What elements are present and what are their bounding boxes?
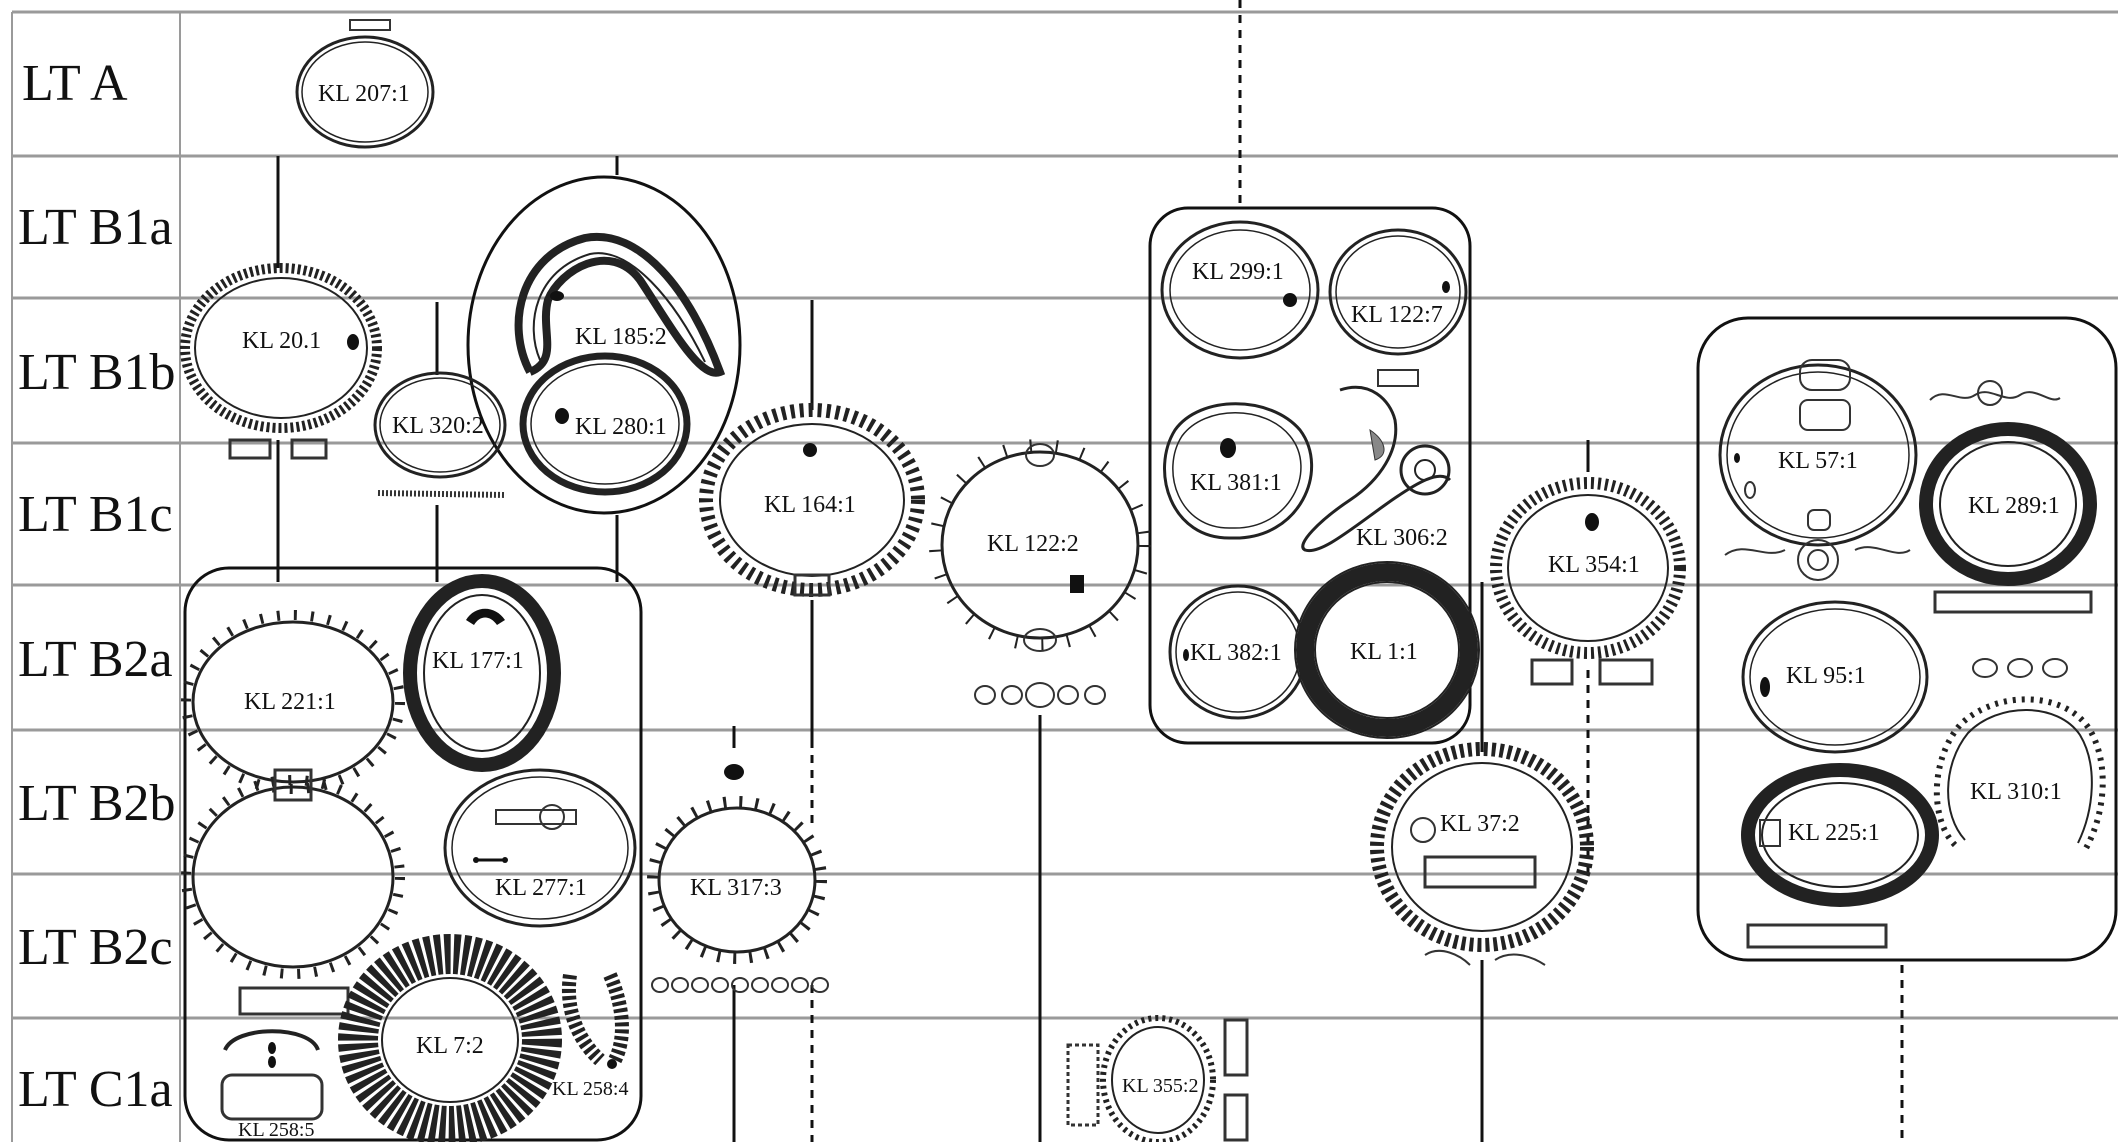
ring-kl280-1: KL 280:1 — [523, 356, 687, 492]
label-kl289-1: KL 289:1 — [1968, 493, 2060, 519]
label-kl122-2: KL 122:2 — [987, 531, 1079, 557]
ring-kl1-1: KL 1:1 — [1295, 562, 1479, 738]
label-kl1-1: KL 1:1 — [1350, 639, 1418, 665]
label-kl122-7: KL 122:7 — [1351, 302, 1443, 328]
grid — [12, 12, 2118, 1142]
label-kl382-1: KL 382:1 — [1190, 640, 1282, 666]
label-kl277-1: KL 277:1 — [495, 875, 587, 901]
label-kl7-2: KL 7:2 — [416, 1033, 484, 1059]
ring-kl57-1: KL 57:1 — [1720, 360, 1916, 580]
ring-kl177-1: KL 177:1 — [410, 581, 554, 765]
artifacts: KL 207:1 KL 20.1 KL 320:2 KL 185:2 — [185, 20, 2103, 1142]
ring-kl258-4: KL 258:4 — [552, 975, 628, 1100]
label-kl258-5: KL 258:5 — [238, 1119, 314, 1141]
ring-kl185-2: KL 185:2 — [519, 237, 720, 373]
label-kl355-2: KL 355:2 — [1122, 1075, 1198, 1097]
ring-kl310-1: KL 310:1 — [1937, 659, 2103, 850]
ring-kl225-1: KL 225:1 — [1748, 770, 1932, 947]
ring-kl7-2: KL 7:2 — [358, 954, 542, 1126]
label-kl381-1: KL 381:1 — [1190, 470, 1282, 496]
ring-kl381-1: KL 381:1 — [1165, 404, 1312, 538]
label-kl258-4: KL 258:4 — [552, 1078, 628, 1100]
period-label-lt-b1b: LT B1b — [18, 344, 176, 401]
ring-kl221-1: KL 221:1 — [186, 615, 400, 789]
period-label-lt-b1a: LT B1a — [18, 199, 173, 256]
label-kl185-2: KL 185:2 — [575, 324, 667, 350]
ring-kl37-2: KL 37:2 — [1377, 749, 1587, 965]
ring-kl277-1: KL 277:1 — [445, 770, 635, 926]
period-label-lt-b1c: LT B1c — [18, 486, 173, 543]
label-kl177-1: KL 177:1 — [432, 648, 524, 674]
label-kl354-1: KL 354:1 — [1548, 552, 1640, 578]
ring-kl299-1: KL 299:1 — [1162, 222, 1318, 358]
label-kl299-1: KL 299:1 — [1192, 259, 1284, 285]
label-kl280-1: KL 280:1 — [575, 414, 667, 440]
label-kl164-1: KL 164:1 — [764, 492, 856, 518]
ring-kl306-2: KL 306:2 — [1303, 387, 1450, 551]
period-label-lt-a: LT A — [22, 55, 128, 112]
period-label-lt-b2c: LT B2c — [18, 919, 173, 976]
ring-kl289-1: KL 289:1 — [1926, 381, 2091, 612]
label-kl306-2: KL 306:2 — [1356, 525, 1448, 551]
ring-kl122-2: KL 122:2 — [936, 444, 1144, 707]
label-kl20-1: KL 20.1 — [242, 328, 321, 354]
ring-kl382-1: KL 382:1 — [1170, 586, 1306, 718]
ring-kl122-7: KL 122:7 — [1330, 230, 1466, 386]
ring-kl164-1: KL 164:1 — [706, 410, 918, 595]
label-kl317-3: KL 317:3 — [690, 875, 782, 901]
ring-kl207-1: KL 207:1 — [297, 20, 433, 147]
period-label-lt-b2b: LT B2b — [18, 775, 176, 832]
label-kl310-1: KL 310:1 — [1970, 779, 2062, 805]
label-kl207-1: KL 207:1 — [318, 81, 410, 107]
label-kl95-1: KL 95:1 — [1786, 663, 1866, 689]
period-label-lt-b2a: LT B2a — [18, 631, 173, 688]
label-kl57-1: KL 57:1 — [1778, 448, 1858, 474]
ring-kl355-2: KL 355:2 — [1068, 1018, 1247, 1142]
label-kl221-1: KL 221:1 — [244, 689, 336, 715]
label-kl225-1: KL 225:1 — [1788, 820, 1880, 846]
period-label-lt-c1a: LT C1a — [18, 1061, 173, 1118]
ring-kl317-3: KL 317:3 — [652, 764, 828, 992]
ring-kl320-2: KL 320:2 — [375, 373, 506, 495]
label-kl37-2: KL 37:2 — [1440, 811, 1520, 837]
label-kl320-2: KL 320:2 — [392, 413, 484, 439]
ring-kl258-5: KL 258:5 — [222, 1031, 322, 1141]
